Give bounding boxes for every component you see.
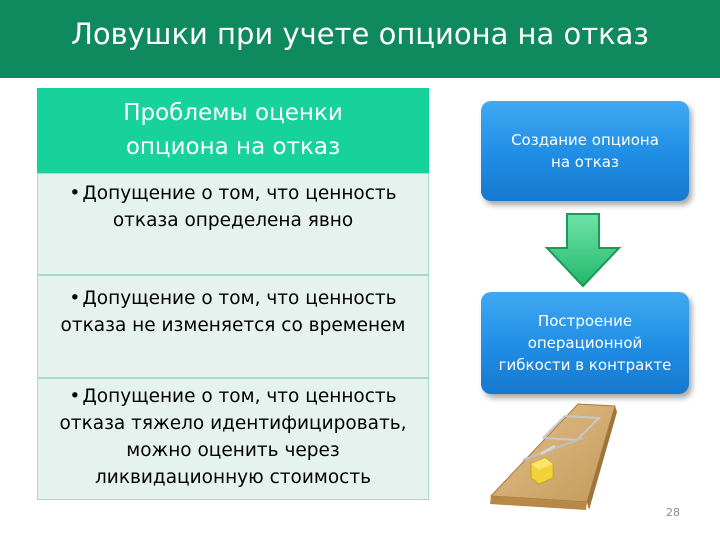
bullet: • xyxy=(69,386,81,407)
problem-row-3: •Допущение о том, что ценность отказа тя… xyxy=(37,378,429,500)
page-number: 28 xyxy=(666,506,680,519)
slide-title: Ловушки при учете опциона на отказ xyxy=(71,17,649,51)
bullet: • xyxy=(69,288,81,309)
problems-header: Проблемы оценки опциона на отказ xyxy=(37,88,429,173)
problem-row-2: •Допущение о том, что ценность отказа не… xyxy=(37,275,429,378)
flexibility-line2: операционной xyxy=(527,334,643,352)
problem-row-3-line2: отказа тяжело идентифицировать, xyxy=(59,413,407,434)
problems-header-line1: Проблемы оценки xyxy=(123,100,343,126)
problem-row-1: •Допущение о том, что ценность отказа оп… xyxy=(37,173,429,275)
bullet: • xyxy=(69,183,81,204)
title-bar: Ловушки при учете опциона на отказ xyxy=(0,0,720,78)
problem-row-2-line1: •Допущение о том, что ценность xyxy=(38,285,428,312)
problem-3-text: Допущение о том, что ценность xyxy=(82,386,397,407)
problem-1-text: Допущение о том, что ценность xyxy=(82,183,397,204)
flexibility-line1: Построение xyxy=(537,312,633,330)
flexibility-line3: гибкости в контракте xyxy=(498,356,672,374)
create-option-line2: на отказ xyxy=(551,153,619,171)
down-arrow-icon xyxy=(545,213,621,288)
problems-header-line2: опциона на отказ xyxy=(125,134,341,160)
mousetrap-icon xyxy=(489,403,617,510)
problem-row-1-line2: отказа определена явно xyxy=(112,210,354,231)
create-option-box: Создание опциона на отказ xyxy=(481,101,689,201)
problem-row-3-line1: •Допущение о том, что ценность xyxy=(38,383,428,410)
problem-row-2-line2: отказа не изменяется со временем xyxy=(60,315,406,336)
problem-row-3-line4: ликвидационную стоимость xyxy=(94,467,372,488)
problem-row-3-line3: можно оценить через xyxy=(126,440,340,461)
problem-row-1-line1: •Допущение о том, что ценность xyxy=(38,180,428,207)
problem-2-text: Допущение о том, что ценность xyxy=(82,288,397,309)
operational-flexibility-box: Построение операционной гибкости в контр… xyxy=(481,292,689,394)
create-option-line1: Создание опциона xyxy=(511,131,659,149)
